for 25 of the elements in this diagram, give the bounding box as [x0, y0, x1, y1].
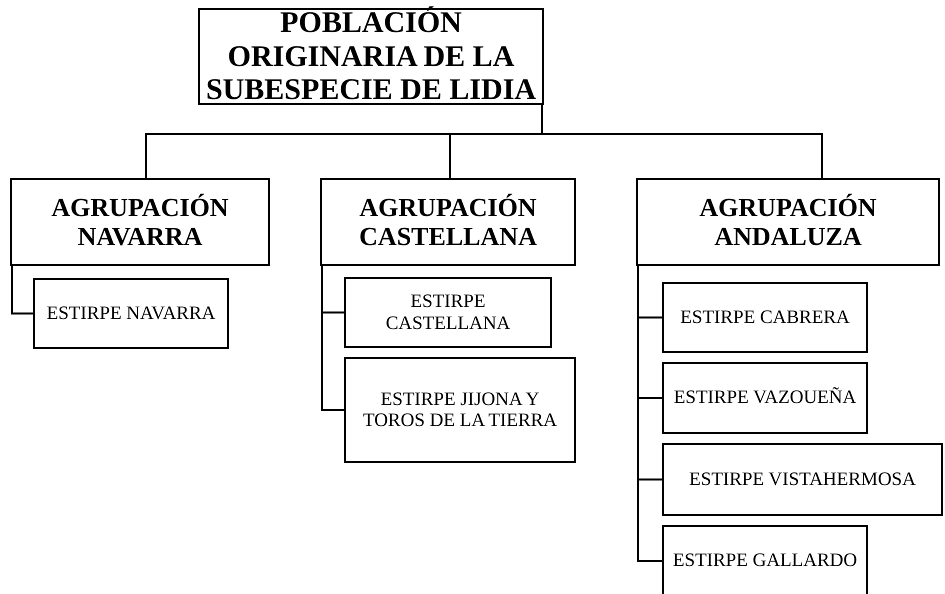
lineage-box	[344, 277, 552, 348]
group-box	[636, 178, 940, 266]
connector-line	[541, 105, 823, 178]
connector-line	[321, 266, 344, 411]
box-label: ESTIRPE JIJONA Y TOROS DE LA TIERRA	[362, 388, 558, 432]
box-label: ESTIRPE VISTAHERMOSA	[689, 468, 916, 490]
connector-line	[637, 266, 662, 562]
group-box	[10, 178, 270, 266]
box-label: ESTIRPE CABRERA	[680, 306, 850, 328]
box-label: ESTIRPE GALLARDO	[672, 550, 858, 572]
box-label: ESTIRPE NAVARRA	[46, 302, 216, 324]
group-box	[320, 178, 576, 266]
lineage-box	[662, 362, 868, 434]
box-label: POBLACIÓN ORIGINARIA DE LA SUBESPECIE DE LIDIA	[204, 6, 538, 108]
connector-line	[11, 266, 33, 314]
lineage-box	[662, 525, 868, 594]
box-label: ESTIRPE CASTELLANA	[384, 291, 512, 334]
lineage-box	[662, 282, 868, 353]
lineage-box	[344, 357, 576, 463]
box-label: AGRUPACIÓN ANDALUZA	[698, 192, 878, 252]
box-label: AGRUPACIÓN CASTELLANA	[358, 192, 538, 252]
box-label: AGRUPACIÓN NAVARRA	[50, 192, 230, 252]
lineage-box	[33, 278, 229, 349]
box-label: ESTIRPE VAZOUEÑA	[674, 387, 856, 409]
lineage-box	[662, 443, 943, 516]
